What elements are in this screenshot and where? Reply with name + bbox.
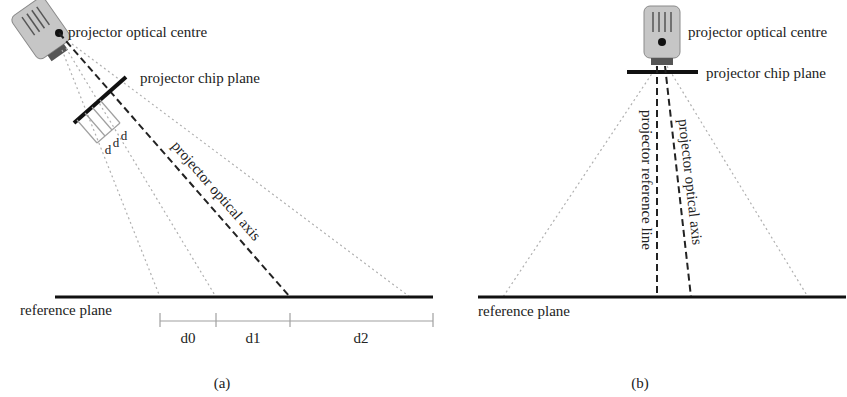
- optical-centre-dot: [658, 38, 666, 46]
- dimension-lines: [160, 313, 433, 327]
- axis-label: projector optical axis: [169, 138, 264, 243]
- vent: [22, 17, 35, 35]
- reference-plane: [478, 296, 846, 299]
- tick: [289, 313, 290, 327]
- projector-a: [10, 0, 77, 67]
- reference-plane: [55, 296, 433, 299]
- dimension-label: d: [121, 129, 128, 142]
- dimension-label: d: [113, 136, 120, 149]
- vent: [32, 10, 45, 28]
- dimension-label: d1: [246, 331, 261, 346]
- part-label: projector optical centre: [68, 25, 207, 40]
- tick: [159, 313, 160, 327]
- projector-body: [10, 0, 77, 67]
- projector-lens: [651, 58, 673, 65]
- projector-housing: [10, 0, 73, 61]
- part-label: reference plane: [20, 303, 112, 318]
- tick: [215, 313, 216, 327]
- tick: [432, 313, 433, 327]
- ray: [72, 44, 410, 297]
- projector-b: [644, 6, 680, 65]
- part-label: projector chip plane: [140, 71, 260, 86]
- chip-plane: [627, 70, 698, 74]
- vent: [664, 12, 666, 32]
- vent: [658, 12, 660, 32]
- subfigure-label: (a): [214, 376, 231, 391]
- vent: [652, 12, 654, 32]
- part-label: projector chip plane: [706, 66, 826, 81]
- dimension-label: d0: [181, 331, 196, 346]
- ray: [667, 66, 808, 297]
- ray: [62, 50, 160, 297]
- part-label: reference plane: [478, 304, 570, 319]
- dimension-line: [160, 320, 433, 321]
- projection-rays: [62, 44, 410, 297]
- subfigure-label: (b): [631, 376, 649, 391]
- axis-label: projector reference line: [639, 110, 654, 250]
- projection-rays: [503, 66, 808, 297]
- vent: [670, 12, 672, 32]
- dimension-label: d: [105, 143, 112, 156]
- reference-line: [656, 66, 658, 297]
- projector-housing: [644, 6, 680, 58]
- projector-lens: [48, 44, 68, 61]
- vent: [37, 7, 50, 25]
- dimension-label: d2: [354, 331, 369, 346]
- ray: [503, 66, 657, 297]
- tick: [92, 107, 112, 130]
- part-label: projector optical centre: [688, 25, 827, 40]
- tick: [77, 120, 97, 143]
- vent: [27, 14, 40, 32]
- optical-axis: [59, 33, 290, 297]
- axis-label: projector optical axis: [675, 118, 704, 246]
